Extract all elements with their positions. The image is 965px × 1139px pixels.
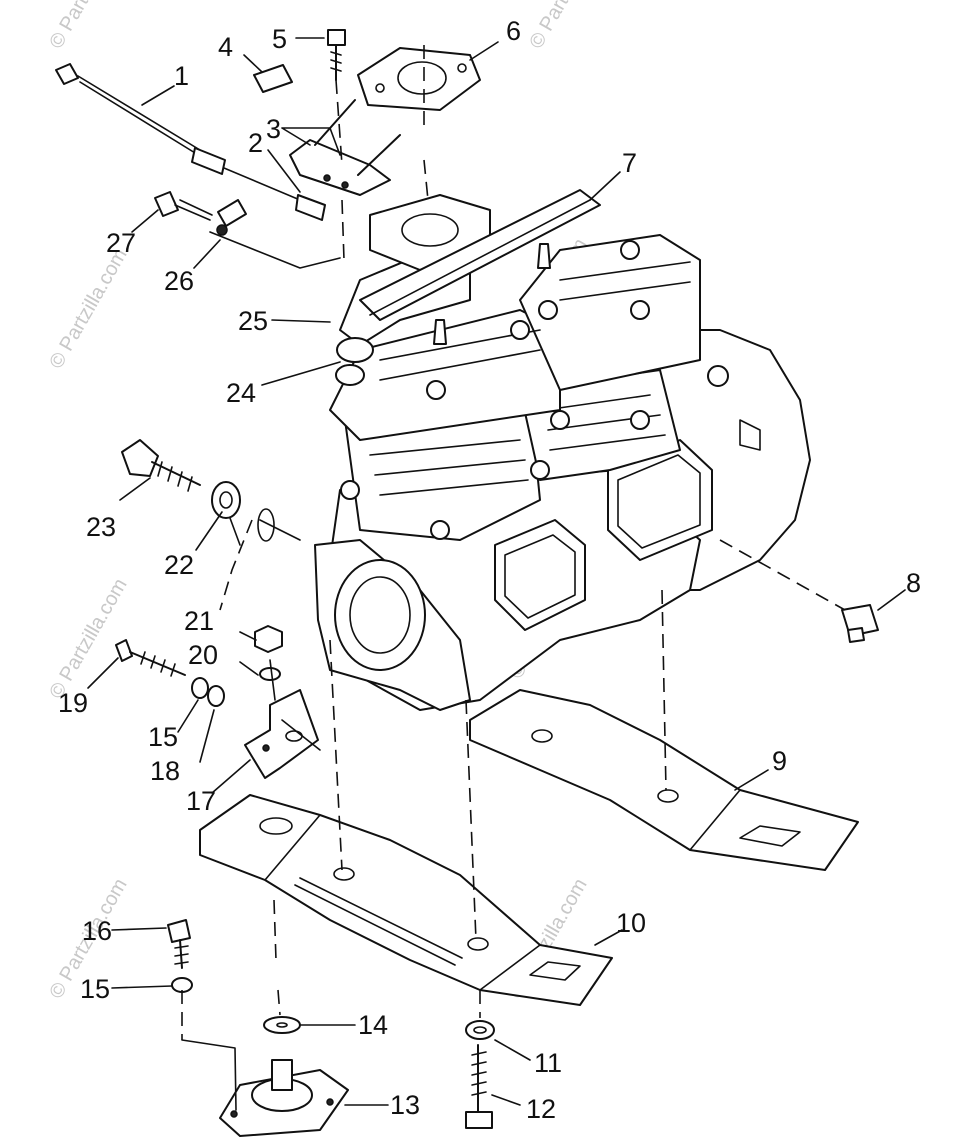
callout-19: 19 xyxy=(58,688,88,718)
bolt-16 xyxy=(167,919,191,969)
bolt-5 xyxy=(327,29,346,81)
engine-plate-right xyxy=(469,689,859,871)
callout-5: 5 xyxy=(272,24,287,54)
callout-24: 24 xyxy=(226,378,256,408)
callout-27: 27 xyxy=(106,228,136,258)
plug-8 xyxy=(841,604,879,643)
screw-27-clip-26 xyxy=(154,191,247,236)
callout-18: 18 xyxy=(150,756,180,786)
callout-15-left: 15 xyxy=(148,722,178,752)
watermark-3: © Partzilla.com xyxy=(525,0,611,53)
callout-8: 8 xyxy=(906,568,921,598)
bolt-23 xyxy=(121,439,201,492)
watermark-1: © Partzilla.com xyxy=(45,245,131,373)
washer-15-bottom xyxy=(171,977,193,993)
callout-13: 13 xyxy=(390,1090,420,1120)
callout-21: 21 xyxy=(184,606,214,636)
washer-11 xyxy=(465,1020,495,1040)
callout-11: 11 xyxy=(534,1048,562,1078)
callout-14: 14 xyxy=(358,1010,388,1040)
callout-26: 26 xyxy=(164,266,194,296)
sticker xyxy=(253,64,293,93)
callout-9: 9 xyxy=(772,746,787,776)
washer-14 xyxy=(263,1016,301,1034)
watermark-2: © Partzilla.com xyxy=(45,0,131,53)
washer-22 xyxy=(211,481,241,519)
callout-2: 2 xyxy=(248,128,263,158)
callout-16: 16 xyxy=(82,916,112,946)
washers-15-18 xyxy=(191,677,225,707)
callout-3: 3 xyxy=(266,114,281,144)
callout-6: 6 xyxy=(506,16,521,46)
engine-block xyxy=(314,189,811,711)
nut-21-washer-20 xyxy=(254,625,283,681)
leader-lines xyxy=(87,37,906,1106)
callout-25: 25 xyxy=(238,306,268,336)
callout-1: 1 xyxy=(174,61,189,91)
throttle-cable xyxy=(55,63,326,221)
callout-17: 17 xyxy=(186,786,216,816)
assembly-lines xyxy=(181,45,846,1111)
callout-10: 10 xyxy=(616,908,646,938)
callout-23: 23 xyxy=(86,512,116,542)
callout-4: 4 xyxy=(218,32,233,62)
callout-7: 7 xyxy=(622,148,637,178)
bolt-19 xyxy=(115,639,186,677)
gasket-6 xyxy=(357,47,481,111)
bolt-12 xyxy=(465,1044,493,1129)
callout-22: 22 xyxy=(164,550,194,580)
callout-20: 20 xyxy=(188,640,218,670)
engine-plate-left xyxy=(199,794,613,1006)
callout-labels: 1 2 3 4 5 6 7 8 9 10 11 12 13 14 15 15 1… xyxy=(58,16,921,1124)
watermark-4: © Partzilla.com xyxy=(45,575,131,703)
bracket-17 xyxy=(244,689,319,779)
callout-12: 12 xyxy=(526,1094,556,1124)
bracket-3 xyxy=(289,99,401,196)
callout-15-bottom: 15 xyxy=(80,974,110,1004)
engine-mount-13 xyxy=(219,1059,349,1137)
